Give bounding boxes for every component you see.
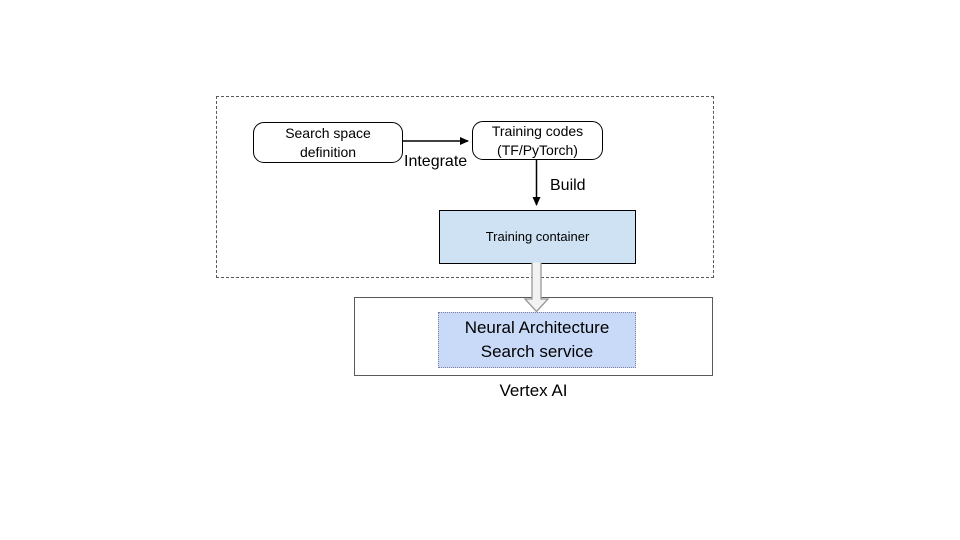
vertex-ai-caption: Vertex AI (499, 381, 568, 400)
neural-architecture-search-service-node: Neural Architecture Search service (438, 312, 636, 368)
search-space-definition-node: Search space definition (253, 122, 403, 163)
training-container-node: Training container (439, 210, 636, 264)
vertex-ai-box: Neural Architecture Search service (354, 297, 713, 376)
build-edge-label: Build (550, 177, 586, 194)
dev-environment-dashed-box: Search space definition Training codes (… (216, 96, 714, 278)
integrate-edge-label: Integrate (404, 153, 468, 170)
training-codes-node: Training codes (TF/PyTorch) (472, 121, 603, 160)
